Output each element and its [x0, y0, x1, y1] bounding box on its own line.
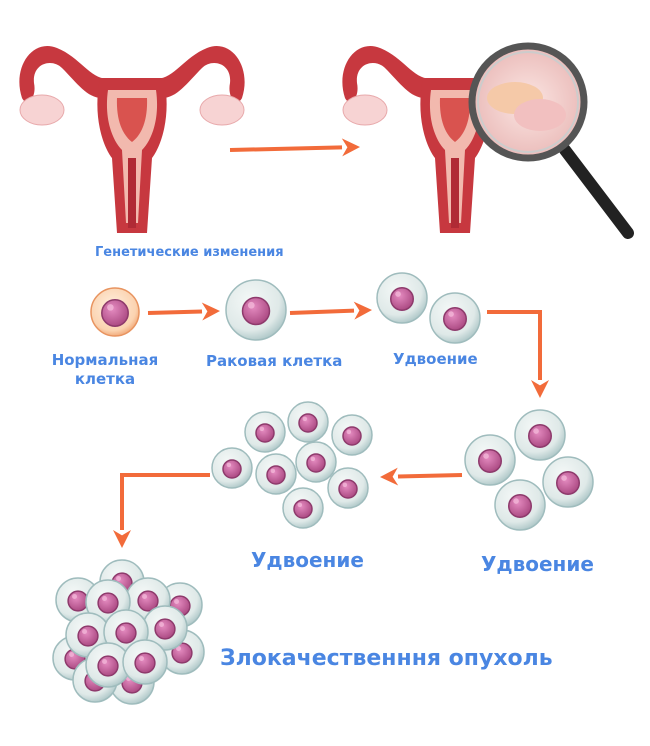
arrow: [147, 302, 220, 321]
cell-doubling-3: [494, 479, 546, 531]
label-doubling-1: Удвоение: [393, 350, 478, 368]
cell-doubling-2: [255, 453, 297, 495]
cell-doubling-3: [542, 456, 594, 508]
cell-doubling-1: [429, 292, 481, 344]
cell-doubling-2: [244, 411, 286, 453]
cell-doubling-3: [464, 434, 516, 486]
tumor-cell: [122, 639, 168, 685]
uterus-normal-illustration: [18, 45, 246, 234]
arrow: [289, 301, 372, 320]
cell-doubling-2: [331, 414, 373, 456]
cell-doubling-2: [287, 401, 329, 443]
tumor-cell: [142, 605, 188, 651]
arrow: [487, 310, 549, 398]
arrow: [380, 467, 463, 486]
label-genetic-changes: Генетические изменения: [95, 245, 284, 260]
arrow: [229, 138, 360, 157]
cell-doubling-1: [376, 272, 428, 324]
arrow: [113, 473, 210, 548]
label-doubling-2: Удвоение: [251, 548, 364, 572]
label-normal-cell: Нормальная клетка: [51, 351, 159, 388]
label-cancer-cell: Раковая клетка: [206, 352, 343, 370]
label-doubling-3: Удвоение: [481, 552, 594, 576]
cell-doubling-2: [282, 487, 324, 529]
cell-doubling-2: [211, 447, 253, 489]
magnifier-icon: [468, 42, 634, 239]
cell-doubling-2: [295, 441, 337, 483]
arrows: [113, 138, 549, 548]
cells: [52, 272, 594, 705]
cell-doubling-3: [514, 409, 566, 461]
label-malignant-tumor: Злокачественння опухоль: [220, 646, 553, 671]
cancer-cell: [225, 279, 287, 341]
normal-cell: [90, 287, 140, 337]
cell-doubling-2: [327, 467, 369, 509]
